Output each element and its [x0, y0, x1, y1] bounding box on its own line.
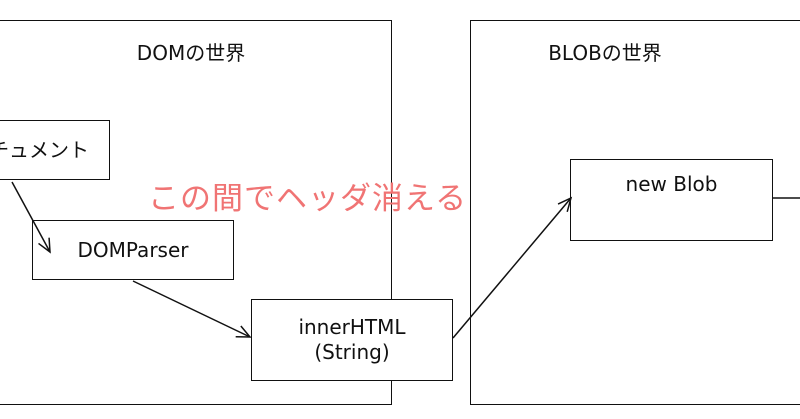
dom-world-frame: DOMの世界 [0, 20, 392, 405]
innerhtml-node-line1: innerHTML [298, 315, 406, 339]
blob-world-title: BLOBの世界 [548, 41, 662, 65]
domparser-node: DOMParser [32, 220, 234, 280]
document-node-label: チュメント [0, 137, 89, 162]
document-node: チュメント [0, 120, 110, 180]
innerhtml-node: innerHTML (String) [251, 299, 453, 381]
header-disappears-note: この間でヘッダ消える [148, 181, 468, 217]
innerhtml-node-line2: (String) [314, 340, 390, 364]
dom-world-title: DOMの世界 [136, 41, 246, 65]
new-blob-node-label: new Blob [625, 172, 718, 196]
new-blob-node: new Blob [570, 159, 773, 241]
domparser-node-label: DOMParser [77, 237, 189, 262]
